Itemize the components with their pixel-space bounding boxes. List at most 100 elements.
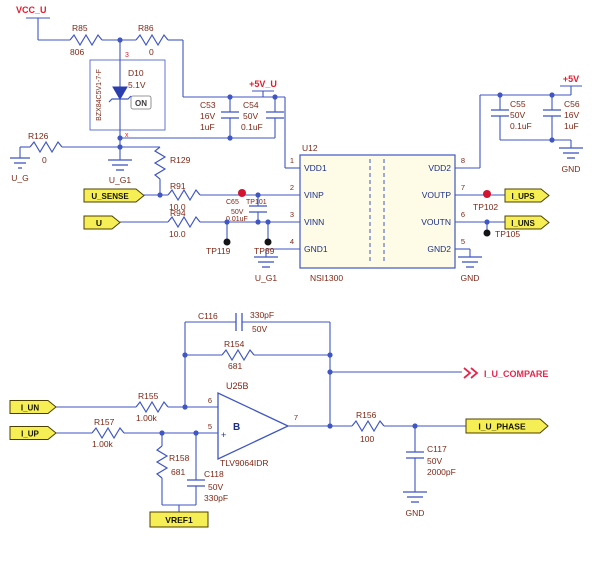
c56-ref: C56 [564, 99, 580, 109]
r91-ref: R91 [170, 181, 186, 191]
u12-pinnum-4: 4 [290, 237, 294, 246]
tp102-dot [483, 190, 491, 198]
d10-ref: D10 [128, 68, 144, 78]
u12-part: NSI1300 [310, 273, 343, 283]
resistor-r94: R94 10.0 [167, 208, 201, 239]
c56-value: 1uF [564, 121, 579, 131]
ic-u12: U12 NSI1300 VDD1 VINP VINN GND1 VDD2 VOU… [290, 143, 465, 283]
r91-value: 10.0 [169, 202, 186, 212]
resistor-r129: R129 [153, 146, 191, 180]
power-flag-vcc-u: VCC_U [16, 5, 47, 15]
u25b-channel: B [233, 422, 240, 433]
testpoint-tp101: TP101 [238, 189, 267, 206]
c65-value: 0.01uF [226, 216, 248, 223]
resistor-r85: R85 806 [69, 23, 103, 57]
r85-ref: R85 [72, 23, 88, 33]
capacitor-c118: C118 50V 330pF [187, 469, 228, 503]
gnd-label-u-g1-chip: U_G1 [255, 273, 277, 283]
c118-value: 330pF [204, 493, 228, 503]
on-logo: ON [135, 99, 147, 108]
r94-value: 10.0 [169, 229, 186, 239]
u12-pin-vdd2: VDD2 [428, 163, 451, 173]
port-label-i-ups: I_UPS [511, 192, 535, 201]
capacitor-c55: C55 50V 0.1uF [491, 99, 532, 131]
port-tag-i-up: I_UP [9, 426, 57, 440]
testpoint-tp105: TP105 [483, 229, 520, 239]
u12-pin-vinn: VINN [304, 217, 324, 227]
resistor-r157: R157 1.00k [91, 417, 125, 449]
ground-top-right: GND [559, 147, 583, 174]
u25b-ref: U25B [226, 381, 249, 391]
c56-volt: 16V [564, 110, 579, 120]
tp101-label: TP101 [246, 199, 267, 206]
r126-ref: R126 [28, 131, 49, 141]
u12-pinnum-2: 2 [290, 183, 294, 192]
c53-value: 1uF [200, 122, 215, 132]
net-label-i-u-compare: I_U_COMPARE [484, 369, 548, 379]
c65-ref: C65 [226, 199, 239, 206]
capacitor-c117: C117 50V 2000pF [406, 444, 456, 477]
tp105-dot [483, 229, 491, 237]
r155-value: 1.00k [136, 413, 158, 423]
capacitor-c54: C54 50V 0.1uF [241, 100, 284, 132]
c116-volt: 50V [252, 324, 267, 334]
r156-value: 100 [360, 434, 374, 444]
zener-diode-icon [112, 86, 128, 100]
opamp-triangle-icon [217, 391, 290, 461]
opamp-u25b: U25B B + 6 5 7 TLV9064IDR [208, 381, 298, 468]
offsheet-i-u-compare: I_U_COMPARE [463, 367, 548, 379]
net-label-5v: +5V [563, 74, 579, 84]
tp89-label: TP89 [254, 246, 275, 256]
u12-pin-vdd1: VDD1 [304, 163, 327, 173]
gnd-label-u-g: U_G [11, 173, 28, 183]
on-logo-box [130, 95, 152, 110]
r158-value: 681 [171, 467, 185, 477]
c117-volt: 50V [427, 456, 442, 466]
u25b-plus-mark: + [221, 430, 226, 440]
resistor-r126: R126 0 [28, 131, 63, 165]
tp119-label: TP119 [206, 246, 231, 256]
u12-body [299, 154, 456, 269]
c55-value: 0.1uF [510, 121, 532, 131]
port-label-i-u-phase: I_U_PHASE [478, 422, 526, 432]
port-label-u-sense: U_SENSE [91, 192, 129, 201]
testpoint-tp102: TP102 [473, 190, 498, 212]
testpoint-tp119: TP119 [206, 238, 231, 256]
capacitor-c65: C65 50V 0.01uF [226, 199, 267, 223]
port-tag-i-uns: I_UNS [504, 215, 550, 230]
u12-ref: U12 [302, 143, 318, 153]
gnd-label-u-g1-left: U_G1 [109, 175, 131, 185]
tp101-dot [238, 189, 246, 197]
zener-d10: D10 5.1V ON BZX84C5V1-7-F 3 x [89, 52, 166, 139]
ground-c117: GND [403, 491, 427, 518]
d10-outline-box [89, 59, 166, 131]
wire-segments [19, 17, 582, 512]
power-flag-5v-u: +5V_U [249, 79, 277, 89]
d10-pin-number: 3 [125, 52, 129, 59]
ground-u-g: U_G [10, 157, 30, 183]
r155-ref: R155 [138, 391, 159, 401]
port-tag-u-sense: U_SENSE [83, 188, 145, 203]
r156-ref: R156 [356, 410, 377, 420]
port-label-i-un: I_UN [21, 404, 39, 413]
port-tag-u: U [83, 215, 121, 230]
r154-ref: R154 [224, 339, 245, 349]
port-label-i-uns: I_UNS [511, 219, 535, 228]
tp119-dot [223, 238, 231, 246]
r158-ref: R158 [169, 453, 190, 463]
resistor-r86: R86 0 [135, 23, 169, 57]
r86-value: 0 [149, 47, 154, 57]
c54-value: 0.1uF [241, 122, 263, 132]
c65-volt: 50V [231, 209, 244, 216]
c118-volt: 50V [208, 482, 223, 492]
r126-value: 0 [42, 155, 47, 165]
c53-ref: C53 [200, 100, 216, 110]
port-tag-i-ups: I_UPS [504, 188, 550, 203]
d10-x-mark: x [125, 132, 129, 139]
capacitor-c116: C116 330pF 50V [198, 310, 274, 334]
u12-pin-voutn: VOUTN [421, 217, 451, 227]
tp102-label: TP102 [473, 202, 498, 212]
power-flag-5v: +5V [563, 74, 579, 84]
u12-pinnum-6: 6 [461, 210, 465, 219]
